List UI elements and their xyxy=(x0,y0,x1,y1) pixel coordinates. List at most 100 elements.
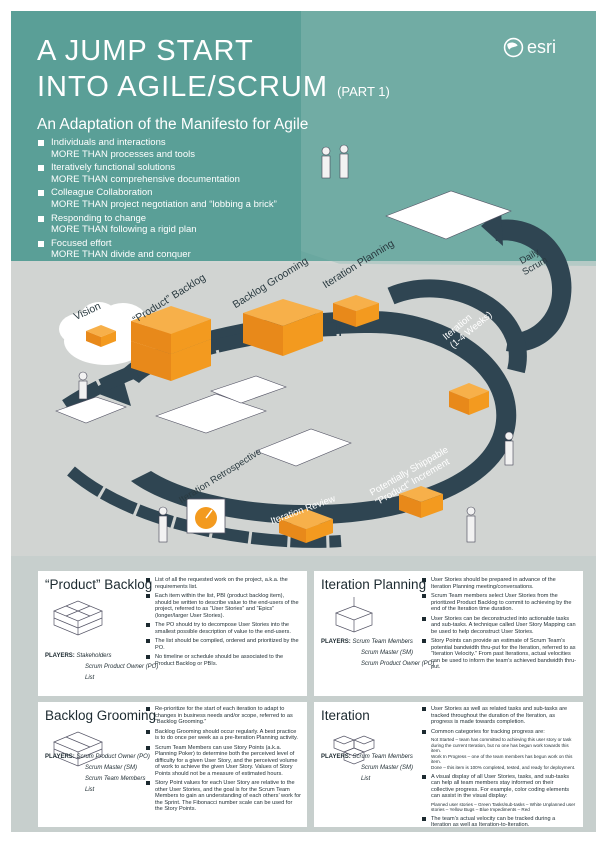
bullet-item: The PO should try to decompose User Stor… xyxy=(146,622,301,635)
backlog-boxes xyxy=(131,306,211,381)
bullet-item: List of all the requested work on the pr… xyxy=(146,577,301,590)
card-title: Backlog Grooming xyxy=(45,708,157,723)
increment-boxes xyxy=(399,486,443,518)
cube-lift-icon xyxy=(335,597,373,633)
poster-subtitle: An Adaptation of the Manifesto for Agile xyxy=(37,116,309,133)
player: List xyxy=(85,675,95,681)
color-coding-list: Planned user stories – Green Tasks/sub-t… xyxy=(422,802,577,813)
illustration-panel: A JUMP START INTO AGILE/SCRUM (PART 1) A… xyxy=(11,11,596,556)
cube-grid-icon xyxy=(333,735,375,765)
daily-scrum-arrow xyxy=(491,219,572,352)
category-item: Done – this item is 100% completed, test… xyxy=(431,764,576,770)
bullet-item: Story Points can provide an estimate of … xyxy=(422,638,577,671)
manifesto-line: MORE THAN comprehensive documentation xyxy=(51,173,240,185)
bullet-item: Common categories for tracking progress … xyxy=(422,729,577,736)
manifesto-line: Focused effort xyxy=(51,237,112,249)
bullet-list: Re-prioritize for the start of each iter… xyxy=(146,706,301,816)
player: Scrum Product Owner (PO) xyxy=(76,754,150,760)
planning-box xyxy=(333,295,379,327)
title-main: INTO AGILE/SCRUM xyxy=(37,71,329,103)
vision-box xyxy=(86,325,116,347)
scrum-cycle-illustration xyxy=(11,11,596,556)
bullet-list: A visual display of all User Stories, ta… xyxy=(422,774,577,800)
bullet-item: No timeline or schedule should be associ… xyxy=(146,654,301,667)
bullet-item: Re-prioritize for the start of each iter… xyxy=(146,706,301,726)
player: List xyxy=(361,776,371,782)
players-block: PLAYERS: Scrum Team Members Scrum Master… xyxy=(321,637,434,670)
bullet-list: User Stories should be prepared in advan… xyxy=(422,577,577,674)
players-label: PLAYERS: xyxy=(45,653,75,659)
card-iteration: Iteration PLAYERS: Scrum Team Members Sc… xyxy=(314,702,583,828)
card-title: Iteration xyxy=(321,708,370,723)
player: Stakeholders xyxy=(76,653,112,659)
player: Scrum Master (SM) xyxy=(361,650,414,656)
players-block: PLAYERS: Scrum Team Members Scrum Master… xyxy=(321,752,413,785)
player: Scrum Product Owner (PO) xyxy=(361,661,435,667)
card-iteration-planning: Iteration Planning PLAYERS: Scrum Team M… xyxy=(314,571,583,696)
card-title: Iteration Planning xyxy=(321,577,427,592)
iteration-bullets: User Stories as well as related tasks an… xyxy=(422,706,577,832)
color-item: Bugs – Blue xyxy=(463,807,489,813)
cube-stack-icon xyxy=(53,600,103,636)
logo-text: esri xyxy=(527,37,557,57)
manifesto-line: MORE THAN following a rigid plan xyxy=(51,224,197,236)
review-boxes xyxy=(279,509,333,543)
player: Scrum Team Members xyxy=(352,754,413,760)
card-product-backlog: “Product” Backlog PLAYERS: Stakeholders … xyxy=(38,571,307,696)
bullet-item: Story Point values for each User Story a… xyxy=(146,780,301,813)
player: List xyxy=(85,787,95,793)
player: Scrum Product Owner (PO) xyxy=(85,664,159,670)
player: Scrum Team Members xyxy=(85,776,146,782)
bullet-item: User Stories should be prepared in advan… xyxy=(422,577,577,590)
color-item: Tasks/sub-tasks – White xyxy=(491,801,542,807)
bullet-list: The team’s actual velocity can be tracke… xyxy=(422,816,577,829)
poster-title-line1: A JUMP START xyxy=(37,35,254,67)
bullet-item: The list should be compiled, ordered and… xyxy=(146,638,301,651)
bullet-item: Each item within the list, PBI (product … xyxy=(146,593,301,619)
grooming-boxes xyxy=(243,299,323,356)
bullet-list: List of all the requested work on the pr… xyxy=(146,577,301,670)
people-figures xyxy=(78,144,514,543)
retrospective-gauge xyxy=(186,498,226,534)
bullet-item: The team’s actual velocity can be tracke… xyxy=(422,816,577,829)
poster-title-line2: INTO AGILE/SCRUM (PART 1) xyxy=(37,71,390,104)
players-block: PLAYERS: Scrum Product Owner (PO) Scrum … xyxy=(45,752,150,796)
category-item: Not Started – team has committed to achi… xyxy=(431,737,572,754)
manifesto-line: MORE THAN project negotiation and “lobbi… xyxy=(51,198,277,210)
meeting-tables xyxy=(55,190,512,467)
players-label: PLAYERS: xyxy=(321,639,351,645)
cube-stack-icon xyxy=(53,731,103,767)
color-item: Unplanned user stories – Yellow xyxy=(431,801,576,813)
bullet-item: A visual display of all User Stories, ta… xyxy=(422,774,577,800)
bullet-item: User Stories as well as related tasks an… xyxy=(422,706,577,726)
bullet-list: User Stories as well as related tasks an… xyxy=(422,706,577,735)
players-label: PLAYERS: xyxy=(321,754,351,760)
color-item: Impediments – Red xyxy=(490,807,530,813)
color-item: Planned user stories – Green xyxy=(431,801,491,807)
iteration-boxes xyxy=(449,383,489,415)
bullet-item: Scrum Team Members can use Story Points … xyxy=(146,745,301,778)
poster: A JUMP START INTO AGILE/SCRUM (PART 1) A… xyxy=(11,11,596,832)
manifesto-line: Iteratively functional solutions xyxy=(51,162,176,174)
globe-icon xyxy=(503,37,524,58)
category-item: Work In Progress – one of the team membe… xyxy=(431,753,573,765)
manifesto-line: Responding to change xyxy=(51,212,147,224)
bullet-item: User Stories can be deconstructed into a… xyxy=(422,616,577,636)
player: Scrum Team Members xyxy=(352,639,413,645)
player: Scrum Master (SM) xyxy=(85,765,138,771)
manifesto-line: Individuals and interactions xyxy=(51,137,166,148)
title-part: (PART 1) xyxy=(337,84,390,99)
manifesto-line: MORE THAN divide and conquer xyxy=(51,249,191,261)
players-block: PLAYERS: Stakeholders Scrum Product Owne… xyxy=(45,651,158,684)
progress-categories: Not Started – team has committed to achi… xyxy=(422,737,577,771)
esri-logo: esri xyxy=(503,37,556,58)
card-title: “Product” Backlog xyxy=(45,577,153,592)
manifesto-line: MORE THAN processes and tools xyxy=(51,148,195,160)
player: Scrum Master (SM) xyxy=(361,765,414,771)
manifesto-line: Colleague Collaboration xyxy=(51,187,153,199)
